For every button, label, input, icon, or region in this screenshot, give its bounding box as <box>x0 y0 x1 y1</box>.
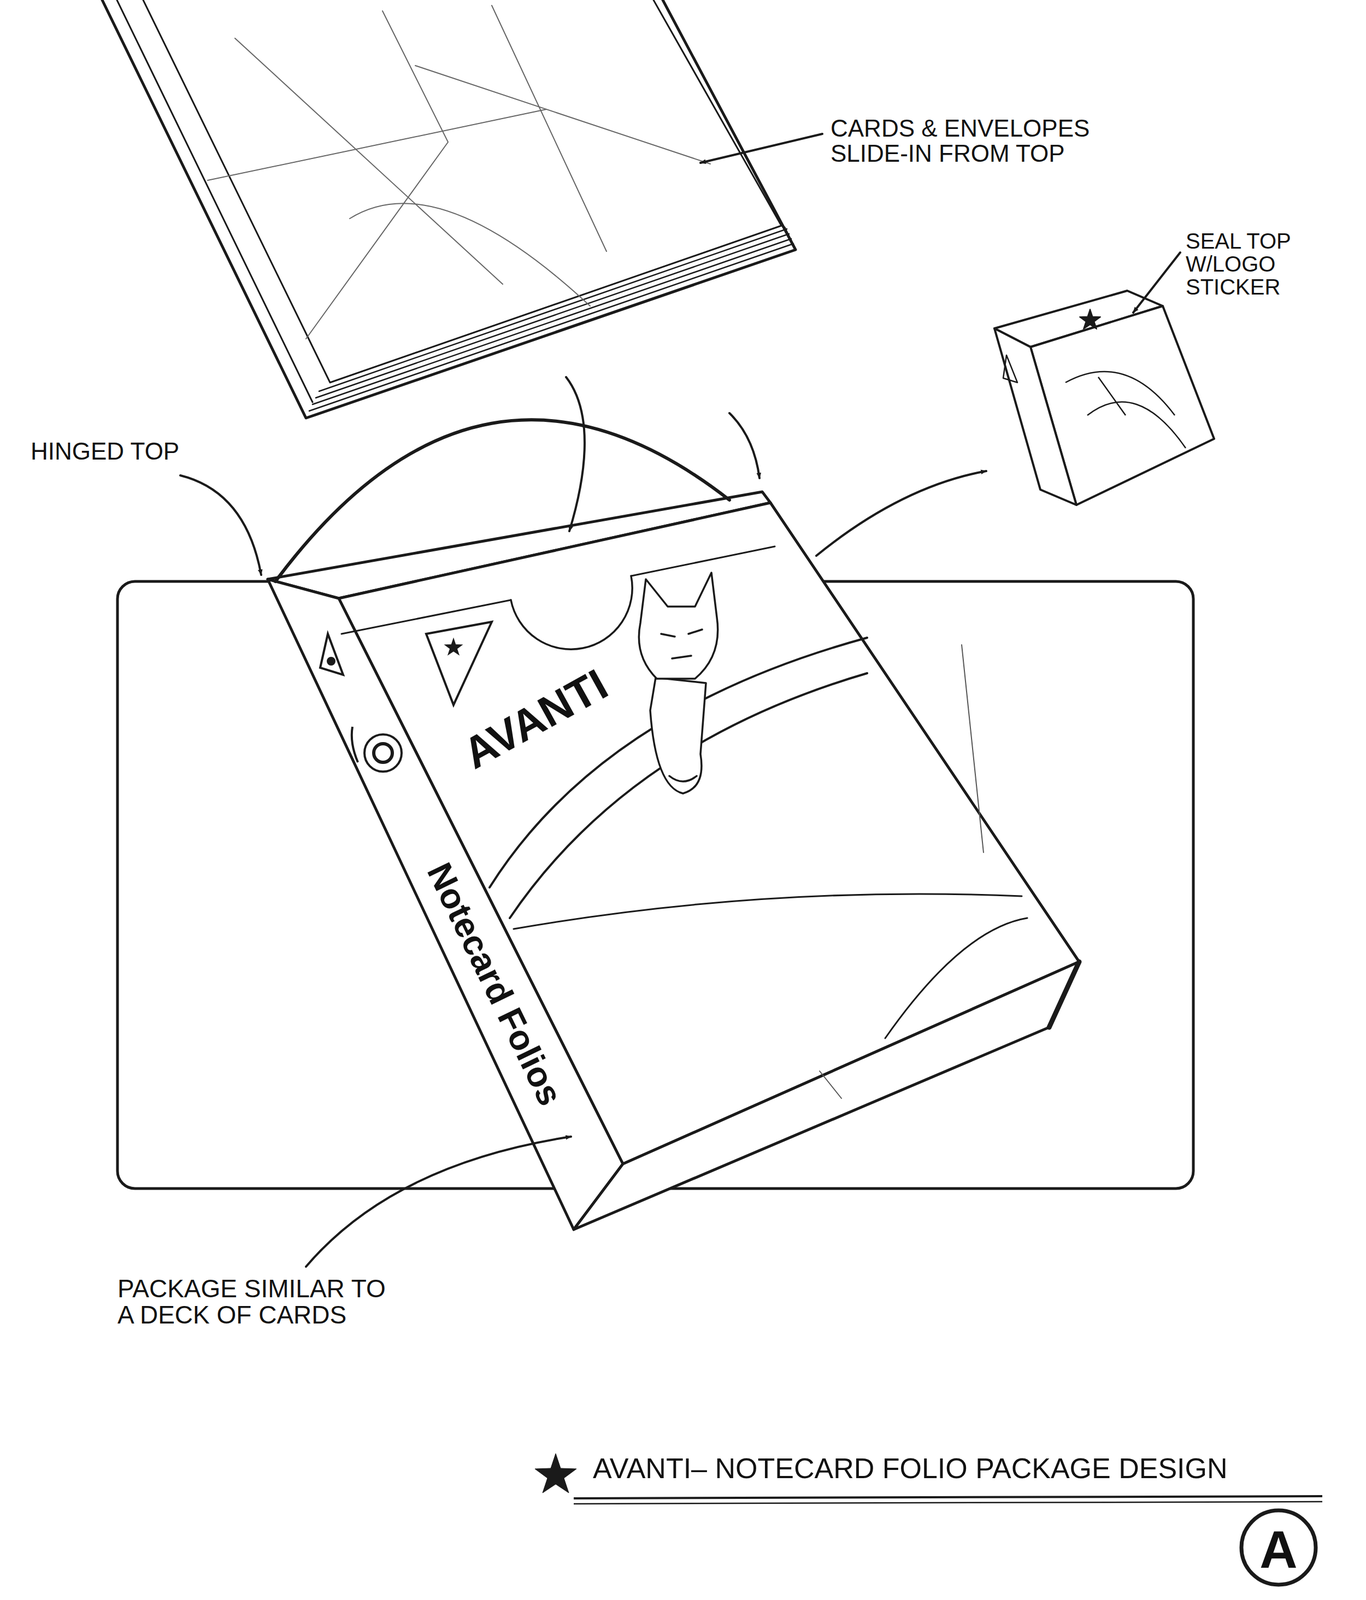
logo-letter: A <box>1259 1523 1298 1576</box>
side-icons <box>364 734 402 772</box>
title-mark <box>534 1453 1323 1585</box>
card-box <box>1049 961 1080 1028</box>
sheet-title: AVANTI– NOTECARD FOLIO PACKAGE DESIGN <box>592 1453 1228 1484</box>
card-box <box>267 419 1080 1230</box>
card-box <box>573 961 1080 1230</box>
callout-note: PACKAGE SIMILAR TO A DECK OF CARDS <box>117 1275 402 1329</box>
card-stack <box>315 233 790 398</box>
card-box <box>510 575 633 650</box>
callout-note: SEAL TOP W/LOGO STICKER <box>1185 229 1317 299</box>
leader-arrow <box>305 1136 571 1267</box>
leader-arrow <box>729 413 760 479</box>
card-stack <box>309 243 794 411</box>
card-stack <box>207 109 547 181</box>
title-mark <box>573 1496 1323 1499</box>
card-stack <box>102 0 796 418</box>
leader-arrow <box>180 475 262 575</box>
card-stack <box>415 65 711 164</box>
card-stack <box>207 5 711 339</box>
fox-sketch <box>638 572 718 679</box>
card-box <box>275 419 730 582</box>
side-icons <box>373 743 393 763</box>
callout-note: CARDS & ENVELOPES SLIDE-IN FROM TOP <box>830 115 1137 167</box>
card-stack <box>116 0 313 403</box>
card-stack <box>234 38 503 285</box>
card-stack <box>491 5 607 252</box>
seal-box <box>1065 371 1186 449</box>
card-box <box>267 579 623 1230</box>
card-box <box>631 546 775 576</box>
fox-sketch <box>650 677 706 794</box>
front-art <box>819 1070 842 1099</box>
card-stack <box>319 228 787 392</box>
seal-box <box>1003 355 1018 383</box>
side-icons <box>327 657 335 665</box>
side-icons <box>320 633 402 772</box>
card-stack <box>102 0 796 418</box>
front-art <box>885 917 1028 1039</box>
side-icons <box>351 726 358 763</box>
seal-box <box>994 328 1077 505</box>
front-art <box>426 621 492 705</box>
front-art <box>961 644 984 853</box>
leader-arrow <box>816 470 987 556</box>
fox-sketch <box>638 572 718 794</box>
leader-arrow <box>180 133 1181 1267</box>
title-mark <box>573 1501 1323 1504</box>
callout-note: HINGED TOP <box>30 438 180 464</box>
front-art <box>513 893 1022 929</box>
seal-box <box>994 290 1215 505</box>
fox-sketch <box>669 775 697 782</box>
leader-arrow <box>1133 252 1181 313</box>
card-stack <box>784 227 796 250</box>
title-mark <box>1241 1510 1316 1585</box>
card-stack <box>349 203 591 306</box>
seal-box <box>1079 309 1101 329</box>
card-stack <box>312 238 792 405</box>
brand-name: AVANTI <box>456 661 616 777</box>
card-stack <box>305 10 449 339</box>
product-name: Notecard Folios <box>421 857 569 1111</box>
leader-arrow <box>700 133 823 163</box>
side-icons <box>320 633 344 675</box>
card-box <box>341 599 511 634</box>
fox-sketch <box>661 629 703 659</box>
front-art <box>445 638 462 655</box>
card-stack <box>143 0 782 383</box>
title-mark <box>534 1453 577 1493</box>
leader-arrow <box>566 377 585 532</box>
